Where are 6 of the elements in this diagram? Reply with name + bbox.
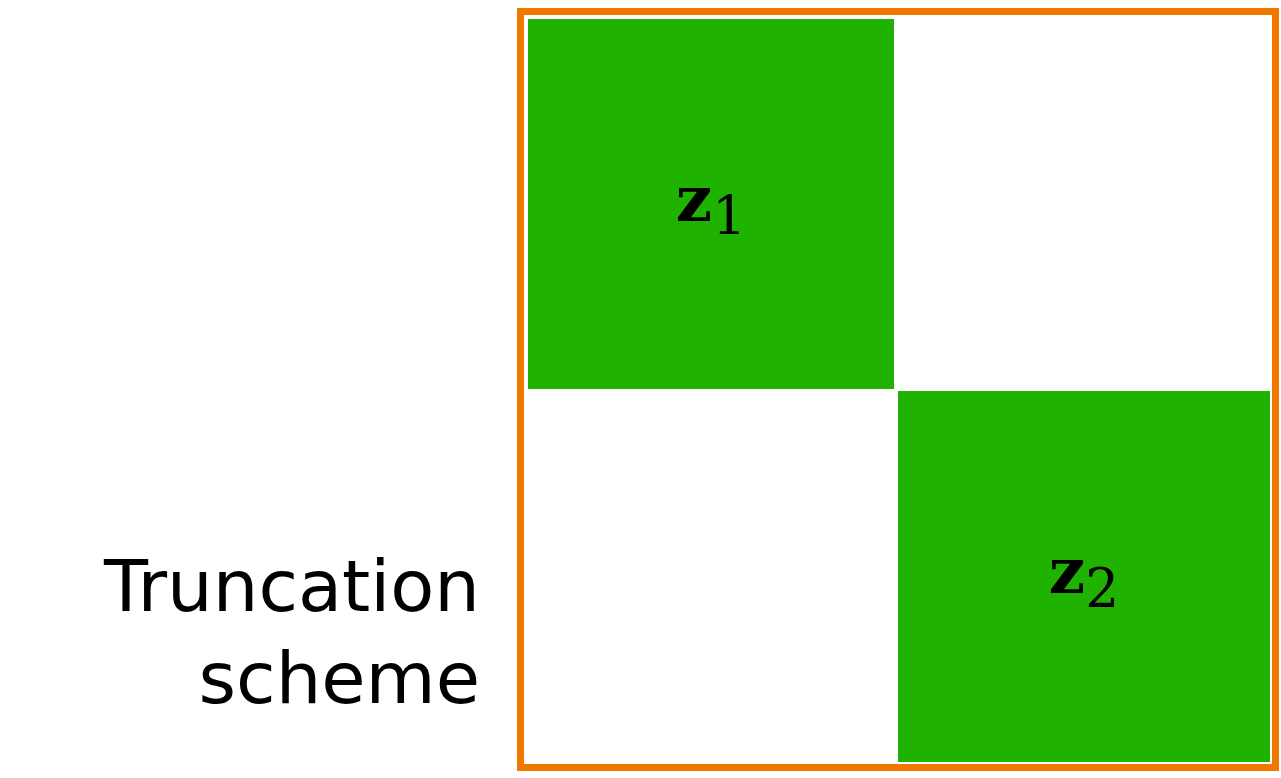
variable-label: z$_{1}$ — [675, 160, 747, 248]
variable-label: z$_{2}$ — [1048, 533, 1120, 620]
shaded-block — [528, 19, 894, 389]
side-caption: Truncation scheme — [102, 543, 480, 722]
grid-frame — [517, 8, 1279, 771]
shaded-block — [898, 391, 1270, 762]
